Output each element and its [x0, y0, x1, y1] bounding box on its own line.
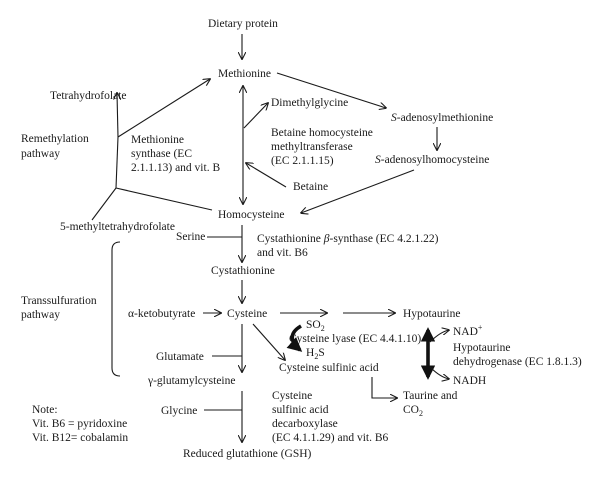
gamma-glutamylcysteine-label: γ-glutamylcysteine — [147, 375, 235, 387]
arrow-cysteine-to-cysteine-sulfinic-acid — [252, 323, 285, 360]
dimethylglycine-label: Dimethylglycine — [271, 97, 348, 109]
arrow-sah-to-homocysteine — [301, 169, 415, 213]
alpha-ketobutyrate-label: α-ketobutyrate — [128, 308, 195, 320]
note-line1: Vit. B6 = pyridoxine — [32, 418, 127, 430]
transsulfuration-bracket — [111, 241, 121, 377]
cysteine-lyase-label: Cysteine lyase (EC 4.4.1.10) — [289, 333, 421, 345]
methionine-synthase-line3: 2.1.1.13) and vit. B — [131, 162, 220, 174]
hypotaurine-dehydrogenase-line2: dehydrogenase (EC 1.8.1.3) — [453, 356, 582, 368]
cysteine-sulfinic-acid-label: Cysteine sulfinic acid — [279, 362, 379, 374]
line-remethylation-from-methyltetrahydrofolate — [91, 187, 117, 221]
csad-line2: sulfinic acid — [272, 404, 329, 416]
cbs-line2: and vit. B6 — [257, 247, 308, 259]
tetrahydrofolate-label: Tetrahydrofolate — [50, 90, 126, 102]
methionine-label: Methionine — [218, 68, 271, 80]
transsulfuration-label-line2: pathway — [21, 309, 60, 321]
s-adenosylhomocysteine-label: S-adenosylhomocysteine — [375, 154, 489, 166]
cbs-line1: Cystathionine β-synthase (EC 4.2.1.22) — [257, 233, 439, 245]
taurine-co2-line2: CO2 — [403, 404, 423, 418]
line-remethylation-lower-stem — [115, 136, 119, 189]
line-remethylation-center-to-methionine — [117, 79, 210, 138]
cystathionine-label: Cystathionine — [211, 265, 275, 277]
bhmt-line2: methyltransferase — [271, 141, 353, 153]
bhmt-line1: Betaine homocysteine — [271, 127, 373, 139]
cysteine-lyase-curved-arrow — [286, 324, 303, 352]
dietary-protein-label: Dietary protein — [208, 18, 278, 30]
betaine-label: Betaine — [293, 181, 328, 193]
arrow-methionine-to-sam — [276, 72, 386, 108]
arrow-to-dimethylglycine — [243, 103, 268, 129]
methyltetrahydrofolate-label: 5-methyltetrahydrofolate — [60, 221, 175, 233]
hypotaurine-dehydrogenase-line1: Hypotaurine — [453, 342, 510, 354]
methionine-synthase-line2: synthase (EC — [131, 148, 192, 160]
nad-label: NAD+ — [453, 323, 483, 338]
s-adenosylmethionine-label: S-adenosylmethionine — [391, 112, 493, 124]
methionine-synthase-line1: Methionine — [131, 134, 184, 146]
transsulfuration-label-line1: Transsulfuration — [21, 295, 97, 307]
taurine-co2-line1: Taurine and — [403, 390, 458, 402]
arrow-from-betaine — [246, 163, 287, 188]
remethylation-label-line1: Remethylation — [21, 133, 89, 145]
csad-line4: (EC 4.1.1.29) and vit. B6 — [272, 432, 389, 444]
gsh-label: Reduced glutathione (GSH) — [183, 448, 312, 460]
cysteine-label: Cysteine — [227, 308, 267, 320]
glutamate-label: Glutamate — [156, 351, 204, 363]
note-title: Note: — [32, 404, 58, 416]
serine-label: Serine — [176, 231, 205, 243]
h2s-label: H2S — [306, 347, 325, 361]
note-line2: Vit. B12= cobalamin — [32, 432, 128, 444]
glycine-label: Glycine — [161, 405, 197, 417]
csad-line3: decarboxylase — [272, 418, 338, 430]
nadh-label: NADH — [453, 375, 486, 387]
bhmt-line3: (EC 2.1.1.15) — [271, 155, 334, 167]
arrow-cysteine-sulfinic-acid-to-taurine — [371, 377, 397, 398]
remethylation-label-line2: pathway — [21, 148, 60, 160]
arrow-to-nadh — [429, 366, 449, 379]
line-remethylation-to-homocysteine — [115, 187, 213, 211]
arrow-to-nad — [429, 330, 449, 343]
so2-label: SO2 — [306, 319, 325, 333]
arrow-remethylation-center-to-tetrahydrofolate — [117, 93, 118, 138]
homocysteine-label: Homocysteine — [218, 209, 284, 221]
csad-line1: Cysteine — [272, 390, 312, 402]
hypotaurine-label: Hypotaurine — [403, 308, 460, 320]
